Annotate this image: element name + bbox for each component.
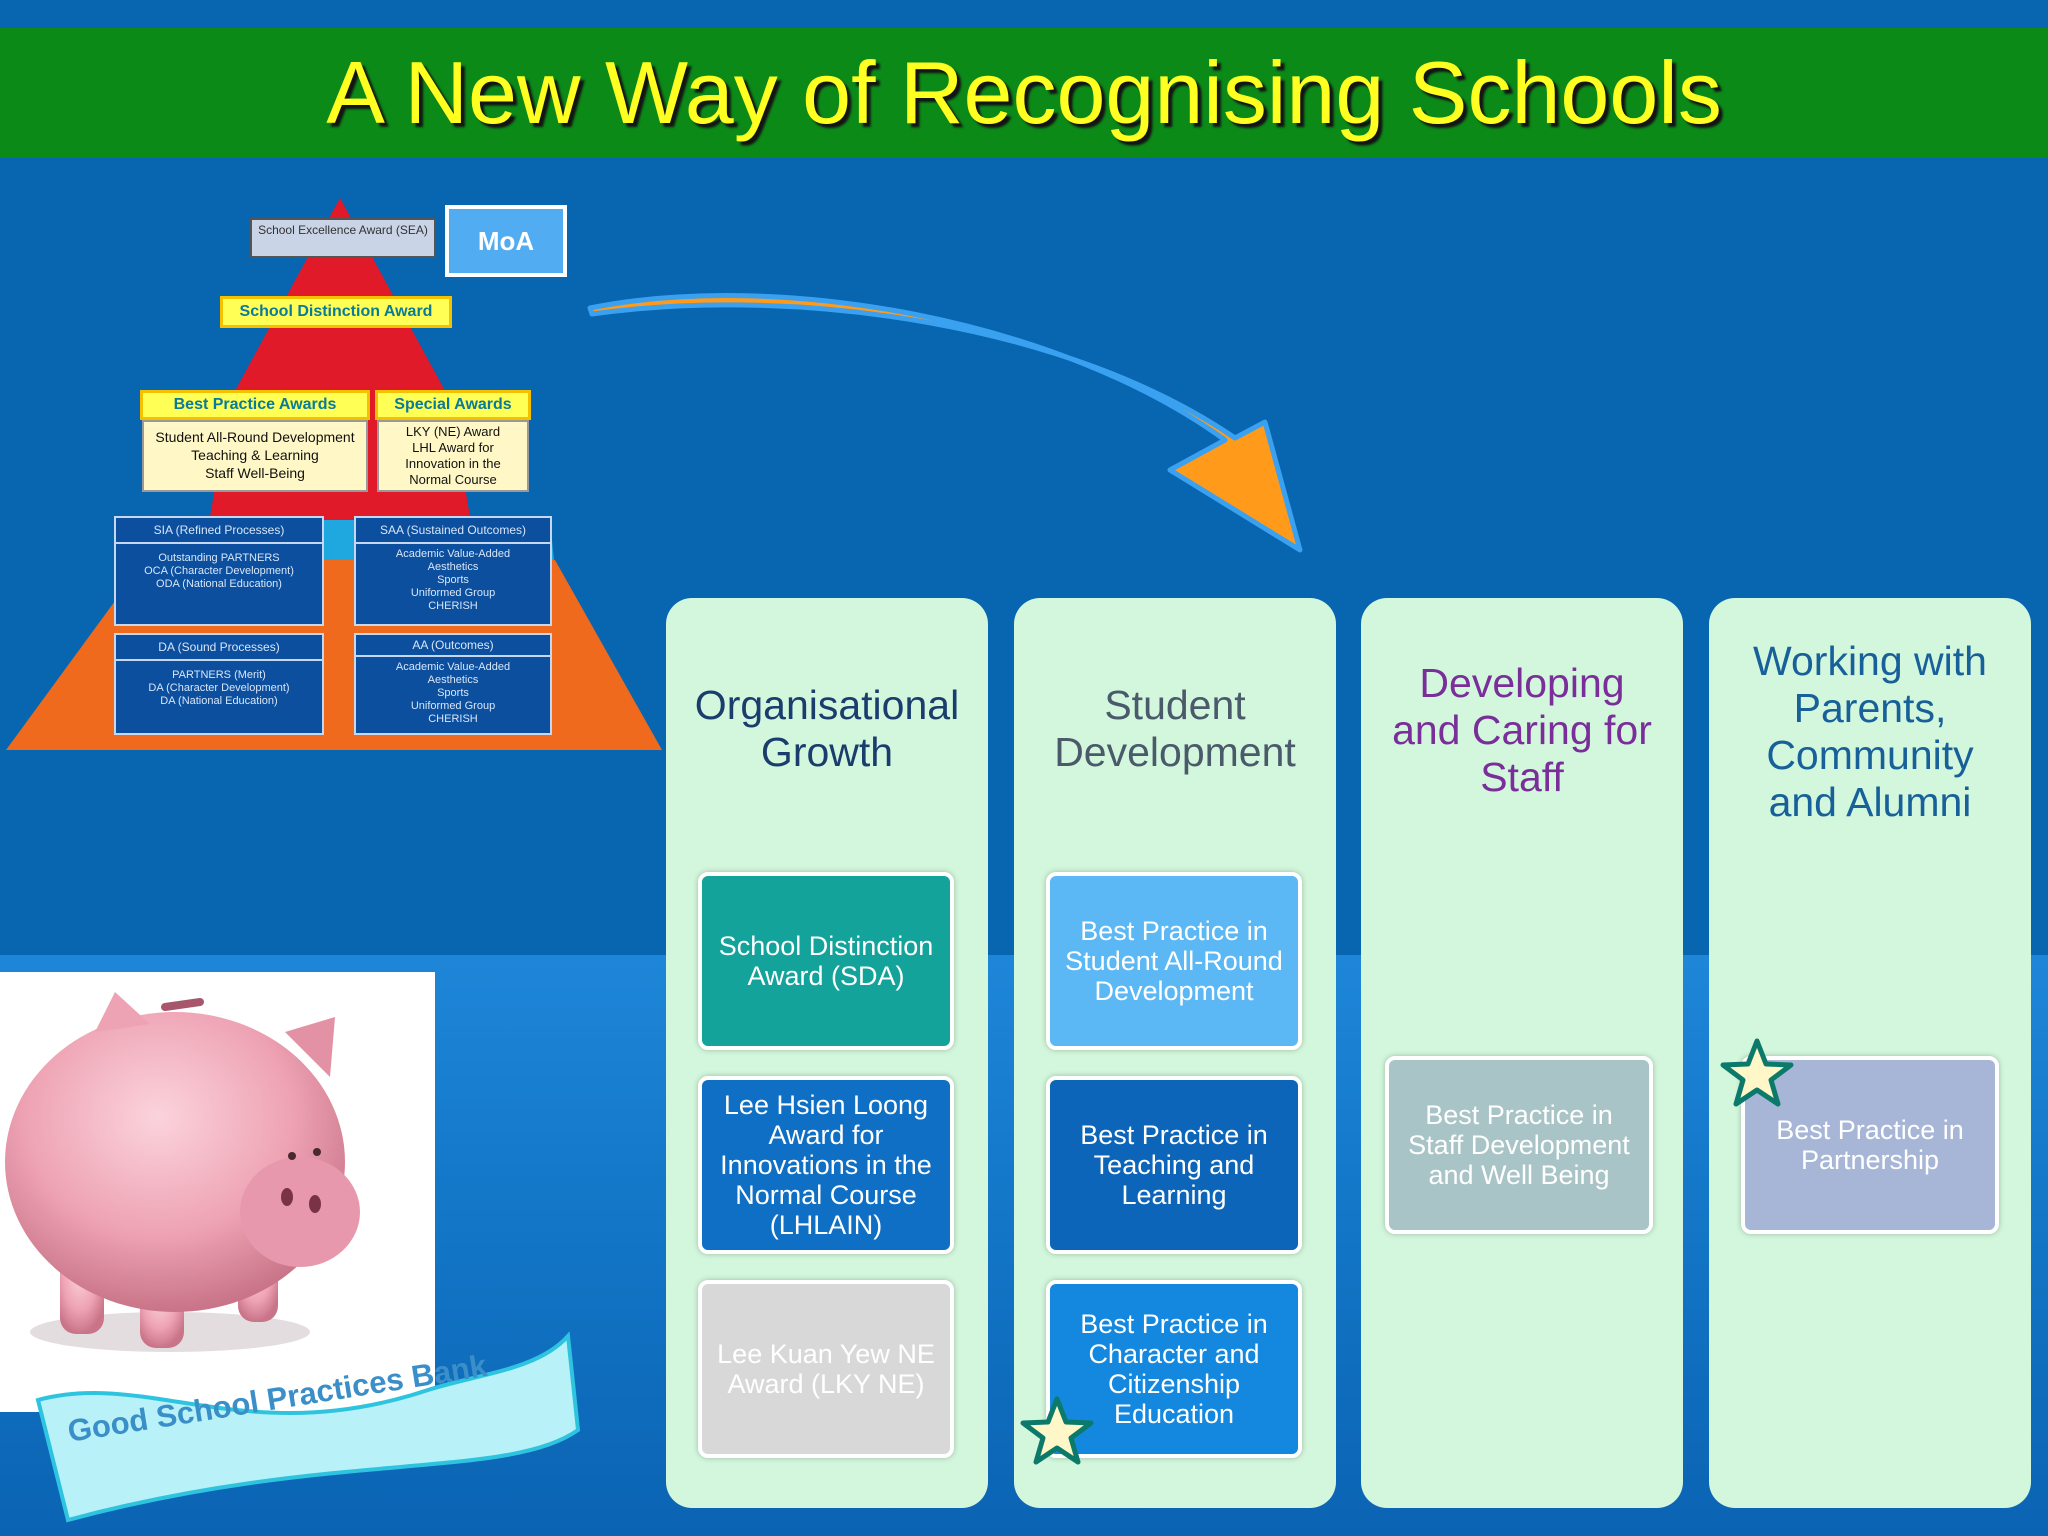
- column-title-line: Development: [1054, 729, 1296, 775]
- card-teaching-learning[interactable]: Best Practice in Teaching and Learning: [1046, 1076, 1302, 1254]
- pyramid-orange-base: [6, 560, 662, 750]
- column-developing-staff: Developing and Caring for Staff Best Pra…: [1361, 598, 1683, 1508]
- column-student-development: Student Development Best Practice in Stu…: [1014, 598, 1336, 1508]
- special-award-item: Normal Course: [409, 472, 497, 487]
- sia-box: SIA (Refined Processes) Outstanding PART…: [114, 516, 324, 626]
- column-title-line: and Caring for: [1392, 707, 1652, 753]
- aa-box: AA (Outcomes) Academic Value-Added Aesth…: [354, 633, 552, 735]
- aa-item: Aesthetics: [427, 674, 479, 686]
- card-lky-ne[interactable]: Lee Kuan Yew NE Award (LKY NE): [698, 1280, 954, 1458]
- title-bar: A New Way of Recognising Schools: [0, 28, 2048, 158]
- column-title-line: Parents,: [1793, 685, 1947, 731]
- sia-box-head: SIA (Refined Processes): [116, 518, 322, 544]
- saa-box-body: Academic Value-Added Aesthetics Sports U…: [356, 544, 550, 613]
- curved-arrow-icon: [587, 293, 1303, 553]
- card-lhlain[interactable]: Lee Hsien Loong Award for Innovations in…: [698, 1076, 954, 1254]
- da-item: DA (Character Development): [148, 682, 290, 694]
- column-title-line: and Alumni: [1768, 779, 1972, 825]
- card-partnership[interactable]: Best Practice in Partnership: [1741, 1056, 1999, 1234]
- column-title-line: Staff: [1480, 754, 1564, 800]
- good-practices-banner: [35, 1331, 581, 1523]
- aa-item: Sports: [437, 687, 469, 699]
- column-title-line: Community: [1766, 732, 1974, 778]
- column-title: Organisational Growth: [666, 682, 988, 776]
- saa-box: SAA (Sustained Outcomes) Academic Value-…: [354, 516, 552, 626]
- saa-item: Uniformed Group: [410, 587, 496, 599]
- special-award-item: Innovation in the: [405, 456, 501, 471]
- sda-label: School Distinction Award: [220, 296, 452, 328]
- saa-box-head: SAA (Sustained Outcomes): [356, 518, 550, 544]
- page-title: A New Way of Recognising Schools: [326, 43, 1722, 142]
- saa-item: Academic Value-Added: [395, 548, 511, 560]
- da-item: PARTNERS (Merit): [172, 669, 266, 681]
- star-icon: [1020, 1396, 1094, 1465]
- saa-item: Aesthetics: [427, 561, 479, 573]
- star-icon: [1720, 1038, 1794, 1107]
- card-student-all-round[interactable]: Best Practice in Student All-Round Devel…: [1046, 872, 1302, 1050]
- aa-item: CHERISH: [428, 713, 478, 725]
- column-title-line: Growth: [760, 729, 894, 775]
- aa-box-head: AA (Outcomes): [356, 635, 550, 657]
- column-title: Student Development: [1014, 682, 1336, 776]
- column-title: Working with Parents, Community and Alum…: [1709, 638, 2031, 826]
- best-practice-item: Student All-Round Development: [155, 429, 355, 445]
- column-title-line: Student: [1104, 682, 1246, 728]
- sia-item: ODA (National Education): [156, 578, 282, 590]
- card-sda[interactable]: School Distinction Award (SDA): [698, 872, 954, 1050]
- da-box-body: PARTNERS (Merit) DA (Character Developme…: [116, 661, 322, 708]
- saa-item: Sports: [437, 574, 469, 586]
- column-title-line: Organisational: [694, 682, 960, 728]
- aa-box-body: Academic Value-Added Aesthetics Sports U…: [356, 657, 550, 726]
- special-award-item: LKY (NE) Award: [405, 424, 501, 439]
- moa-badge: MoA: [445, 205, 567, 277]
- column-title-line: Working with: [1753, 638, 1987, 684]
- da-box-head: DA (Sound Processes): [116, 635, 322, 661]
- best-practice-item: Teaching & Learning: [191, 447, 319, 463]
- special-awards-head: Special Awards: [375, 390, 531, 420]
- award-pyramid: School Excellence Award (SEA) School Dis…: [0, 190, 670, 760]
- sia-item: OCA (Character Development): [144, 565, 294, 577]
- special-awards-body: LKY (NE) Award LHL Award for Innovation …: [377, 420, 529, 492]
- column-title-line: Developing: [1419, 660, 1625, 706]
- best-practice-awards-body: Student All-Round Development Teaching &…: [142, 420, 368, 492]
- sia-item: Outstanding PARTNERS: [158, 552, 280, 564]
- da-box: DA (Sound Processes) PARTNERS (Merit) DA…: [114, 633, 324, 735]
- column-organisational-growth: Organisational Growth School Distinction…: [666, 598, 988, 1508]
- sia-box-body: Outstanding PARTNERS OCA (Character Deve…: [116, 544, 322, 591]
- piggy-bank-icon: [5, 992, 360, 1352]
- card-character-citizenship[interactable]: Best Practice in Character and Citizensh…: [1046, 1280, 1302, 1458]
- special-award-item: LHL Award for: [412, 440, 494, 455]
- best-practice-awards-head: Best Practice Awards: [140, 390, 370, 420]
- saa-item: CHERISH: [428, 600, 478, 612]
- aa-item: Uniformed Group: [410, 700, 496, 712]
- column-title: Developing and Caring for Staff: [1361, 660, 1683, 801]
- da-item: DA (National Education): [160, 695, 278, 707]
- aa-item: Academic Value-Added: [395, 661, 511, 673]
- card-staff-development[interactable]: Best Practice in Staff Development and W…: [1385, 1056, 1653, 1234]
- best-practice-item: Staff Well-Being: [205, 465, 305, 481]
- sea-label: School Excellence Award (SEA): [250, 218, 436, 258]
